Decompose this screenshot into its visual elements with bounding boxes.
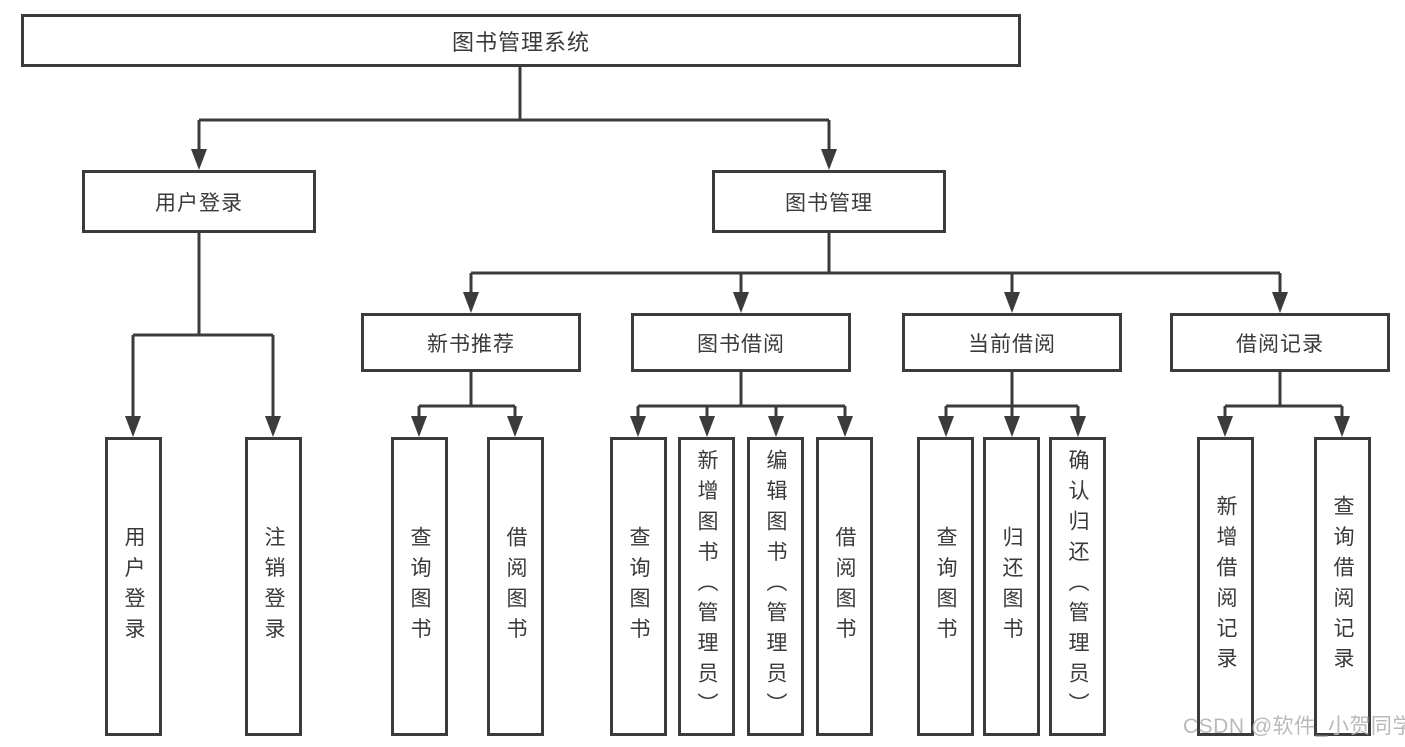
leaf-query-borrow-record: 查询借阅记录 <box>1314 437 1371 736</box>
leaf-add-book-admin-label: 新增图书（管理员） <box>695 449 718 724</box>
node-borrowing-records: 借阅记录 <box>1170 313 1390 372</box>
leaf-return-book: 归还图书 <box>983 437 1040 736</box>
leaf-borrow-books-recommend-label: 借阅图书 <box>504 525 527 648</box>
leaf-user-login-label: 用户登录 <box>122 525 145 648</box>
node-current-borrowing: 当前借阅 <box>902 313 1122 372</box>
leaf-query-books-current: 查询图书 <box>917 437 974 736</box>
node-book-management: 图书管理 <box>712 170 946 233</box>
leaf-borrow-books: 借阅图书 <box>816 437 873 736</box>
leaf-borrow-books-recommend: 借阅图书 <box>487 437 544 736</box>
leaf-query-books-recommend: 查询图书 <box>391 437 448 736</box>
leaf-query-borrow-record-label: 查询借阅记录 <box>1331 495 1354 678</box>
leaf-edit-book-admin: 编辑图书（管理员） <box>747 437 804 736</box>
leaf-query-books-current-label: 查询图书 <box>934 525 957 648</box>
leaf-logout: 注销登录 <box>245 437 302 736</box>
watermark-text: CSDN @软件_小贺同学 <box>1183 715 1405 738</box>
leaf-add-borrow-record-label: 新增借阅记录 <box>1214 495 1237 678</box>
leaf-logout-label: 注销登录 <box>262 525 285 648</box>
leaf-query-books-recommend-label: 查询图书 <box>408 525 431 648</box>
leaf-add-borrow-record: 新增借阅记录 <box>1197 437 1254 736</box>
leaf-confirm-return-admin-label: 确认归还（管理员） <box>1066 449 1089 724</box>
node-book-borrowing: 图书借阅 <box>631 313 851 372</box>
leaf-query-books-borrow: 查询图书 <box>610 437 667 736</box>
leaf-query-books-borrow-label: 查询图书 <box>627 525 650 648</box>
node-new-book-recommend: 新书推荐 <box>361 313 581 372</box>
leaf-user-login: 用户登录 <box>105 437 162 736</box>
leaf-borrow-books-label: 借阅图书 <box>833 525 856 648</box>
leaf-confirm-return-admin: 确认归还（管理员） <box>1049 437 1106 736</box>
leaf-return-book-label: 归还图书 <box>1000 525 1023 648</box>
leaf-edit-book-admin-label: 编辑图书（管理员） <box>764 449 787 724</box>
node-root: 图书管理系统 <box>21 14 1021 67</box>
node-user-login: 用户登录 <box>82 170 316 233</box>
leaf-add-book-admin: 新增图书（管理员） <box>678 437 735 736</box>
